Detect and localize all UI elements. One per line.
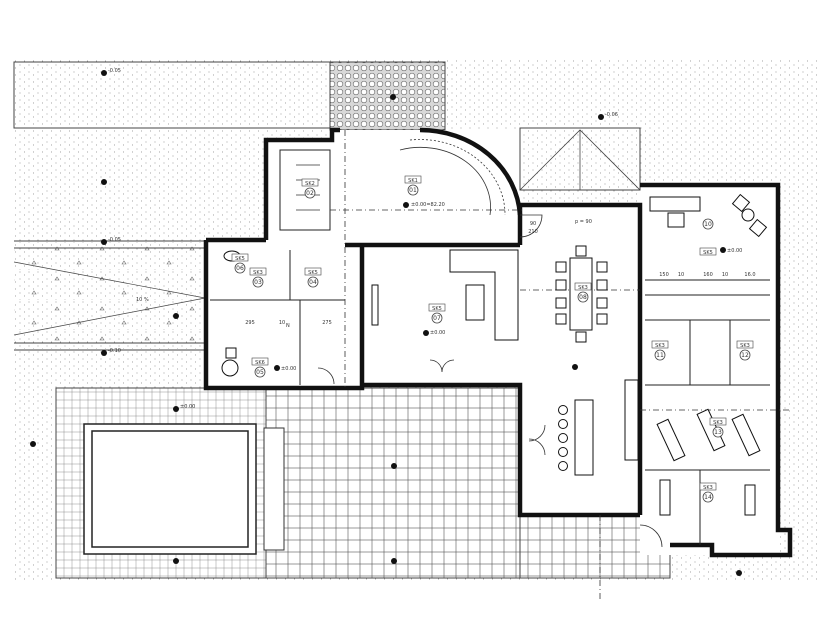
room-12-code: SK3	[740, 343, 750, 349]
room-12: 12	[741, 352, 749, 359]
level-entry: ±0.00=82.20	[411, 202, 445, 208]
slope-label: 10 %	[136, 297, 149, 303]
level-drive-top: -0.05	[108, 237, 121, 243]
room-06-code: SK5	[235, 256, 245, 262]
door-width-label: p = 90	[575, 219, 592, 225]
svg-text:150: 150	[659, 272, 669, 278]
room-05: 05	[256, 369, 264, 376]
room-01-code: SK1	[408, 178, 418, 184]
spiral-stair	[419, 127, 523, 216]
room-13: 13	[714, 429, 722, 436]
north-mark: N	[286, 323, 290, 329]
room-10-code: SK5	[703, 250, 713, 256]
level-living: ±0.00	[430, 330, 445, 336]
sofa	[449, 249, 519, 341]
loungers	[656, 408, 761, 516]
room-04-code: SK5	[308, 270, 318, 276]
svg-text:90: 90	[530, 221, 536, 227]
room-14: 14	[704, 494, 712, 501]
svg-text:10: 10	[279, 320, 285, 326]
room-11-code: SK3	[655, 343, 665, 349]
room-tags	[234, 184, 751, 503]
room-07-code: SK5	[432, 306, 442, 312]
room-03: 03	[254, 279, 262, 286]
terrace-grid	[265, 387, 523, 579]
svg-text:16.0: 16.0	[744, 272, 755, 278]
svg-text:160: 160	[703, 272, 713, 278]
room-02: 02	[306, 190, 314, 197]
room-10: 10	[704, 221, 712, 228]
pool-steps	[263, 427, 285, 551]
svg-text:210: 210	[528, 229, 538, 235]
room-08: 08	[579, 294, 587, 301]
top-walkway	[13, 61, 331, 129]
tv-unit	[371, 284, 379, 326]
room-13-code: SK3	[713, 420, 723, 426]
room-11: 11	[656, 352, 664, 359]
level-office: ±0.00	[727, 248, 742, 254]
svg-text:10: 10	[722, 272, 728, 278]
svg-text:275: 275	[322, 320, 332, 326]
level-front: -0.06	[605, 112, 618, 118]
level-top-walk: -0.05	[108, 68, 121, 74]
room-07: 07	[433, 315, 441, 322]
level-markers	[30, 70, 742, 576]
dimension-labels: 150 10 160 10 16.0 295 10 275 90 210	[245, 221, 755, 326]
svg-text:10: 10	[678, 272, 684, 278]
room-14-code: SK3	[703, 485, 713, 491]
driveway	[14, 242, 206, 348]
room-06: 06	[236, 265, 244, 272]
level-drive-bottom: -0.10	[108, 348, 121, 354]
room-08-code: SK3	[578, 285, 588, 291]
walls	[203, 127, 793, 558]
room-01: 01	[409, 187, 417, 194]
pool	[91, 430, 249, 548]
level-terrace: ±0.00	[180, 404, 195, 410]
room-02-code: SK2	[305, 181, 315, 187]
cobblestone-paving	[329, 61, 446, 131]
kitchen-island	[558, 379, 639, 476]
svg-text:295: 295	[245, 320, 255, 326]
room-03-code: SK3	[253, 270, 263, 276]
level-bath: ±0.00	[281, 366, 296, 372]
room-05-code: SK6	[255, 360, 265, 366]
room-04: 04	[309, 279, 317, 286]
